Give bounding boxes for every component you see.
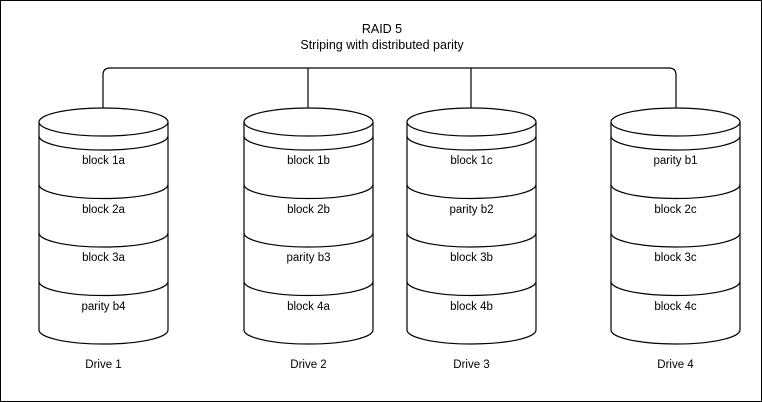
stripe-divider xyxy=(406,281,537,297)
drive-2-stripe-2-label: block 2b xyxy=(287,203,330,216)
drive-caption-4: Drive 4 xyxy=(657,359,694,371)
drive-3-stripe-4-label: block 4b xyxy=(450,300,493,313)
drive-4-stripe-3-label: block 3c xyxy=(654,252,697,265)
stripe-divider xyxy=(610,281,741,297)
drive-2-stripe-4-label: block 4a xyxy=(287,300,330,313)
stripe-divider xyxy=(38,184,169,200)
drive-cylinder-3[interactable] xyxy=(406,107,537,345)
cylinder-body xyxy=(610,122,741,345)
cylinder-body xyxy=(243,122,374,345)
cylinder-top-ellipse xyxy=(243,107,374,137)
cylinder-top-ellipse xyxy=(610,107,741,137)
controller-bus-bracket xyxy=(102,67,677,122)
cylinder-body xyxy=(38,122,169,345)
stripe-divider xyxy=(243,184,374,200)
drive-4-stripe-2-label: block 2c xyxy=(654,203,697,216)
stripe-divider xyxy=(610,232,741,248)
diagram-title-block: RAID 5 Striping with distributed parity xyxy=(1,21,761,53)
stripe-divider xyxy=(610,135,741,151)
page-subtitle: Striping with distributed parity xyxy=(300,38,464,52)
drive-caption-2: Drive 2 xyxy=(290,359,327,371)
bus-bracket-path xyxy=(102,67,677,122)
stripe-divider xyxy=(38,232,169,248)
page-title: RAID 5 xyxy=(361,22,403,36)
cylinder-top-ellipse xyxy=(406,107,537,137)
drive-4-stripe-1-label: parity b1 xyxy=(653,155,698,168)
drive-1-stripe-3-label: block 3a xyxy=(82,252,125,265)
drive-caption-3: Drive 3 xyxy=(453,359,490,371)
drive-3-stripe-2-label: parity b2 xyxy=(449,203,494,216)
stripe-divider xyxy=(406,184,537,200)
drive-3-stripe-1-label: block 1c xyxy=(450,155,493,168)
drive-1-stripe-4-label: parity b4 xyxy=(81,300,126,313)
stripe-divider xyxy=(243,232,374,248)
stripe-divider xyxy=(406,232,537,248)
drive-cylinder-1[interactable] xyxy=(38,107,169,345)
drive-1-stripe-1-label: block 1a xyxy=(82,155,125,168)
cylinder-body xyxy=(406,122,537,345)
drive-2-stripe-1-label: block 1b xyxy=(287,155,330,168)
stripe-divider xyxy=(243,281,374,297)
stripe-divider xyxy=(406,135,537,151)
drive-3-stripe-3-label: block 3b xyxy=(450,252,493,265)
drives-layer xyxy=(38,107,741,345)
cylinder-top-ellipse xyxy=(38,107,169,137)
drive-1-stripe-2-label: block 2a xyxy=(82,203,125,216)
drive-caption-1: Drive 1 xyxy=(85,359,122,371)
stripe-divider xyxy=(38,135,169,151)
drive-cylinder-2[interactable] xyxy=(243,107,374,345)
drive-2-stripe-3-label: parity b3 xyxy=(286,252,331,265)
stripe-divider xyxy=(243,135,374,151)
stripe-divider xyxy=(610,184,741,200)
drive-4-stripe-4-label: block 4c xyxy=(654,300,697,313)
drive-cylinder-4[interactable] xyxy=(610,107,741,345)
stripe-divider xyxy=(38,281,169,297)
